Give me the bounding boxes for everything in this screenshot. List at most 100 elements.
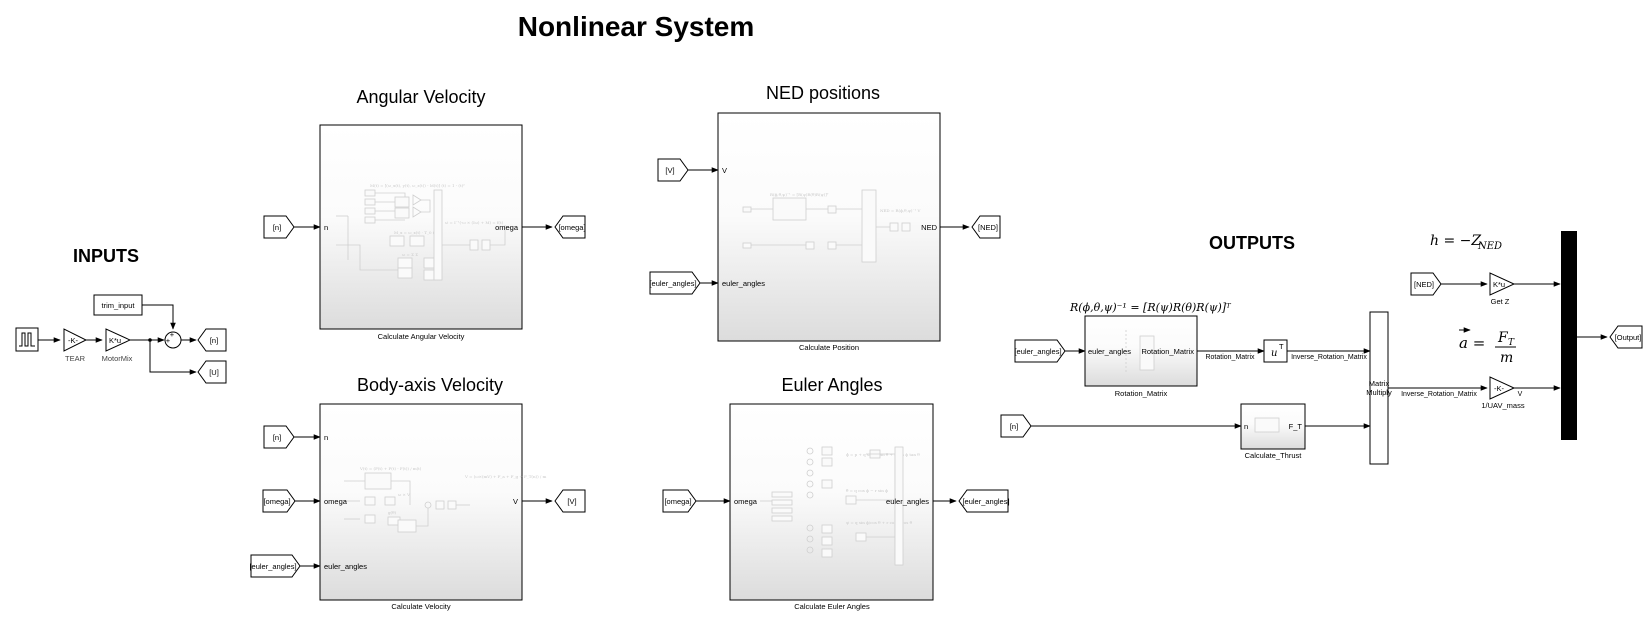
svg-text:[n]: [n] [1010, 422, 1018, 431]
goto-U-tag[interactable]: [U] [197, 360, 227, 384]
svg-text:[V]: [V] [665, 166, 674, 175]
goto-euler-angles-tag[interactable]: [euler_angles] [958, 489, 1010, 513]
goto-omega-tag[interactable]: [omega] [554, 215, 586, 239]
euler-angles-out-port: euler_angles [886, 497, 929, 506]
angular-velocity-in-port: n [324, 223, 328, 232]
ned-in-port-V: V [722, 166, 727, 175]
goto-NED-tag[interactable]: [NED] [971, 215, 1001, 239]
body-velocity-section: Body-axis Velocity V(t) = (F(t) + F(t) -… [249, 375, 586, 611]
svg-text:V = (ω×(mV) + F_a + F_g + F_T(: V = (ω×(mV) + F_a + F_g + F_T(n)) / m [464, 474, 547, 479]
body-velocity-subsystem[interactable]: V(t) = (F(t) + F(t) - F(t)) / m(t) ω × V… [319, 403, 547, 601]
from-n-tag-velocity[interactable]: [n] [263, 425, 295, 449]
outputs-section: OUTPUTS R(ϕ,θ,ψ)⁻¹ = [R(ψ)R(θ)R(ψ)]ᵀ h =… [1000, 231, 1643, 465]
svg-text:[NED]: [NED] [1414, 280, 1434, 289]
signal-inverse-rotation-2: Inverse_Rotation_Matrix [1401, 391, 1477, 398]
h-equation: h = −Z NED [1430, 233, 1502, 252]
angular-velocity-caption: Calculate Angular Velocity [378, 332, 465, 341]
svg-text:[n]: [n] [273, 223, 281, 232]
svg-text:NED: NED [1477, 241, 1502, 252]
svg-text:ω = Σ Σ: ω = Σ Σ [402, 252, 418, 257]
goto-n-tag[interactable]: [n] [197, 328, 227, 352]
body-velocity-caption: Calculate Velocity [391, 602, 450, 611]
from-n-tag-outputs[interactable]: [n] [1000, 414, 1032, 438]
body-velocity-in-port-omega: omega [324, 497, 348, 506]
get-z-label: Get Z [1491, 297, 1510, 306]
outputs-heading: OUTPUTS [1209, 233, 1295, 253]
get-z-gain-block[interactable]: K*u [1489, 272, 1516, 296]
euler-angles-heading: Euler Angles [781, 375, 882, 395]
svg-text:F_T: F_T [1289, 422, 1303, 431]
signal-rotation-matrix: Rotation_Matrix [1205, 354, 1255, 361]
svg-text:Rotation_Matrix: Rotation_Matrix [1141, 347, 1194, 356]
angular-velocity-section: Angular Velocity M(t) = [(ω_x(t), y(t), … [263, 87, 586, 341]
calculate-thrust-subsystem[interactable]: n F_T [1240, 403, 1306, 450]
body-velocity-internal-diagram: V(t) = (F(t) + F(t) - F(t)) / m(t) ω × V… [344, 466, 547, 533]
acceleration-equation: a = F T m [1459, 327, 1516, 366]
mux-block[interactable] [1561, 231, 1577, 440]
svg-text:NED = R(ϕ,θ,ψ)⁻¹ V: NED = R(ϕ,θ,ψ)⁻¹ V [880, 208, 920, 213]
angular-velocity-heading: Angular Velocity [356, 87, 485, 107]
matrix-multiply-block[interactable]: Matrix Multiply [1366, 311, 1392, 465]
angular-velocity-out-port: omega [495, 223, 519, 232]
uav-mass-gain-block[interactable]: -K- [1489, 376, 1516, 400]
euler-angles-internal-diagram: ϕ̇ = p + q sin ϕ tan θ + r cos ϕ tan θ θ… [760, 446, 920, 566]
tear-gain-block[interactable]: -K- [63, 328, 88, 352]
page-title: Nonlinear System [518, 11, 755, 42]
goto-output-tag[interactable]: [Output] [1609, 325, 1643, 349]
svg-text:+: + [170, 330, 175, 339]
from-omega-tag-velocity[interactable]: [omega] [262, 489, 296, 513]
inputs-section: INPUTS -K- TEAR K*u MotorMix trim_input [15, 246, 227, 384]
rotation-matrix-subsystem[interactable]: euler_angles Rotation_Matrix [1084, 315, 1198, 387]
svg-text:V(t) = (F(t) + F(t) - F(t)) /: V(t) = (F(t) + F(t) - F(t)) / m(t) [359, 466, 422, 471]
svg-text:h = −Z: h = −Z [1430, 233, 1481, 249]
from-n-tag-angvel[interactable]: [n] [263, 215, 295, 239]
svg-text:[euler_angles]: [euler_angles] [962, 497, 1009, 506]
from-euler-tag-ned[interactable]: [euler_angles] [649, 271, 701, 295]
euler-angles-subsystem[interactable]: ϕ̇ = p + q sin ϕ tan θ + r cos ϕ tan θ θ… [729, 403, 934, 601]
svg-text:[omega]: [omega] [263, 497, 290, 506]
svg-text:+: + [166, 336, 171, 345]
sum-block[interactable]: + + [164, 330, 182, 349]
svg-text:[euler_angles]: [euler_angles] [649, 279, 696, 288]
from-euler-tag-velocity[interactable]: [euler_angles] [249, 554, 301, 578]
rotation-matrix-caption: Rotation_Matrix [1115, 389, 1168, 398]
inputs-heading: INPUTS [73, 246, 139, 266]
svg-text:[n]: [n] [210, 336, 218, 345]
ned-positions-internal-diagram: R(ϕ,θ,ψ)⁻¹ = [R(ψ)R(θ)R(ψ)]ᵀ NED = R(ϕ,θ… [742, 189, 920, 263]
svg-text:[NED]: [NED] [978, 223, 998, 232]
from-V-tag-ned[interactable]: [V] [657, 158, 689, 182]
motormix-label: MotorMix [102, 354, 133, 363]
svg-text:M_x = ω_x(t) · T_0 (ω): M_x = ω_x(t) · T_0 (ω) [394, 230, 440, 235]
calculate-thrust-caption: Calculate_Thrust [1245, 451, 1303, 460]
svg-text:[n]: [n] [273, 433, 281, 442]
svg-text:euler_angles: euler_angles [1088, 347, 1131, 356]
goto-V-tag[interactable]: [V] [554, 489, 586, 513]
ned-in-port-euler: euler_angles [722, 279, 765, 288]
svg-text:ω × V: ω × V [398, 492, 410, 497]
trim-input-block[interactable]: trim_input [93, 294, 143, 316]
motormix-gain-block[interactable]: K*u [105, 328, 132, 352]
pulse-generator-block[interactable] [15, 327, 39, 352]
svg-text:F: F [1497, 330, 1509, 346]
angular-velocity-internal-diagram: M(t) = [(ω_x(t), y(t), ω_z(t)) - M(t)] (… [336, 183, 506, 281]
svg-text:Matrix: Matrix [1369, 379, 1390, 388]
from-omega-tag-euler[interactable]: [omega] [662, 489, 697, 513]
body-velocity-in-port-euler: euler_angles [324, 562, 367, 571]
body-velocity-in-port-n: n [324, 433, 328, 442]
signal-inverse-rotation: Inverse_Rotation_Matrix [1291, 354, 1367, 361]
angular-velocity-subsystem[interactable]: M(t) = [(ω_x(t), y(t), ω_z(t)) - M(t)] (… [319, 124, 523, 330]
signal-mass-out: V [1518, 391, 1523, 398]
ned-positions-section: NED positions R(ϕ,θ,ψ)⁻¹ = [R(ψ)R(θ)R(ψ)… [649, 83, 1001, 352]
euler-angles-caption: Calculate Euler Angles [794, 602, 870, 611]
from-NED-tag-outputs[interactable]: [NED] [1410, 272, 1442, 296]
svg-text:M(t) = [(ω_x(t), y(t), ω_z(t)): M(t) = [(ω_x(t), y(t), ω_z(t)) - M(t)] (… [370, 183, 465, 188]
from-euler-tag-outputs[interactable]: [euler_angles] [1014, 339, 1066, 363]
svg-text:m: m [1500, 350, 1513, 366]
trim-input-label: trim_input [102, 301, 136, 310]
svg-text:[euler_angles]: [euler_angles] [1014, 347, 1061, 356]
svg-text:[omega]: [omega] [664, 497, 691, 506]
ned-positions-subsystem[interactable]: R(ϕ,θ,ψ)⁻¹ = [R(ψ)R(θ)R(ψ)]ᵀ NED = R(ϕ,θ… [717, 112, 941, 342]
svg-text:a =: a = [1459, 334, 1485, 352]
transpose-block[interactable]: u T [1263, 339, 1288, 363]
pulse-wave-icon [19, 332, 35, 347]
